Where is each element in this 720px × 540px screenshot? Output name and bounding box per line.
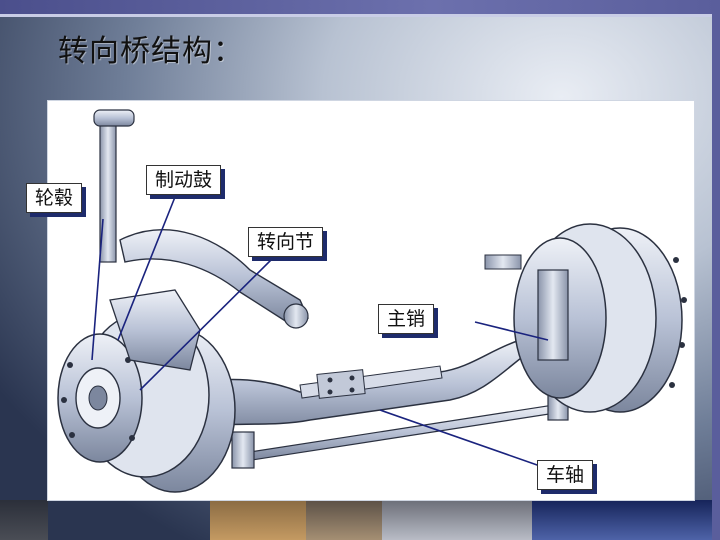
label-hub: 轮毂	[26, 183, 83, 213]
bottom-photo-strip	[0, 500, 48, 540]
label-brake-drum: 制动鼓	[146, 165, 222, 195]
leader-line-axle	[379, 409, 541, 467]
bottom-photo-strip	[210, 500, 306, 540]
bottom-photo-strip	[306, 500, 382, 540]
top-band	[0, 0, 720, 14]
label-axle: 车轴	[537, 460, 594, 490]
left-wheel-hub-assembly	[57, 289, 236, 493]
slide-title: 转向桥结构：	[58, 34, 244, 69]
bottom-photo-strip	[532, 500, 712, 540]
leader-line-brake-drum	[117, 196, 176, 341]
leader-line-kingpin	[474, 321, 549, 341]
label-knuckle: 转向节	[248, 227, 324, 257]
steering-arm	[93, 109, 309, 329]
leader-lines	[91, 196, 549, 467]
leader-line-hub	[91, 218, 104, 361]
leader-line-knuckle	[139, 255, 276, 391]
right-wheel-hub-assembly	[484, 223, 687, 413]
top-band-line	[0, 14, 720, 17]
bottom-photo-strip	[382, 500, 532, 540]
right-band	[712, 0, 720, 540]
label-kingpin: 主销	[378, 304, 435, 334]
